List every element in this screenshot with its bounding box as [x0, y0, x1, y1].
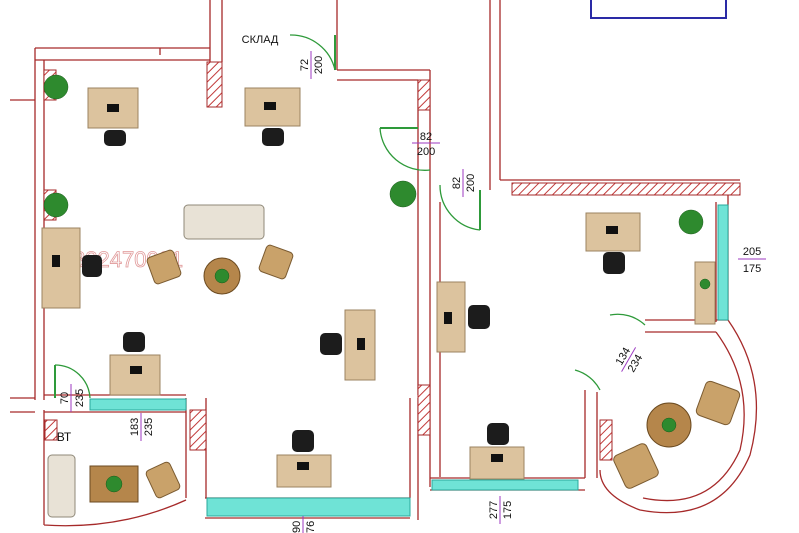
dim-hall-window: 183 235	[129, 413, 155, 441]
dim-storage-door: 72 200	[299, 51, 325, 79]
bathroom-label: ВТ	[57, 430, 72, 444]
dim-corridor-door-lower: 82 200	[451, 169, 477, 197]
svg-text:277: 277	[488, 501, 500, 519]
svg-text:176: 176	[305, 521, 317, 533]
sofas	[47, 204, 265, 518]
windows-glass	[89, 204, 729, 517]
svg-text:70: 70	[59, 392, 71, 404]
svg-text:72: 72	[299, 59, 311, 71]
armchairs	[145, 244, 741, 499]
dim-bottom-left-window: 290 176	[291, 516, 317, 533]
svg-text:205: 205	[743, 246, 761, 258]
svg-text:235: 235	[143, 418, 155, 436]
dim-bathroom-door: 70 235	[59, 384, 86, 412]
svg-text:82: 82	[451, 177, 463, 189]
title-box	[590, 0, 727, 19]
dimension-labels: 72 200 82 200 82 200 70 235 134 234 205 …	[59, 51, 766, 533]
coffee-tables	[89, 257, 692, 503]
plants	[43, 74, 711, 493]
dim-corridor-door-upper: 82 200	[412, 131, 440, 158]
svg-text:200: 200	[465, 174, 477, 192]
svg-text:200: 200	[417, 146, 435, 158]
svg-text:82: 82	[420, 131, 432, 143]
svg-text:175: 175	[743, 263, 761, 275]
door-leaves	[54, 35, 481, 398]
svg-text:175: 175	[502, 501, 514, 519]
svg-text:200: 200	[313, 56, 325, 74]
monitors	[52, 102, 618, 470]
dim-bottom-right-window: 277 175	[488, 496, 514, 524]
svg-text:290: 290	[291, 521, 303, 533]
storage-label: СКЛАД	[242, 34, 279, 46]
dim-round-room-door: 134 234	[614, 346, 646, 375]
svg-text:235: 235	[74, 389, 86, 407]
svg-text:183: 183	[129, 418, 141, 436]
dim-right-office-window: 205 175	[738, 246, 766, 275]
chairs	[82, 128, 625, 452]
door-swings	[54, 34, 646, 399]
